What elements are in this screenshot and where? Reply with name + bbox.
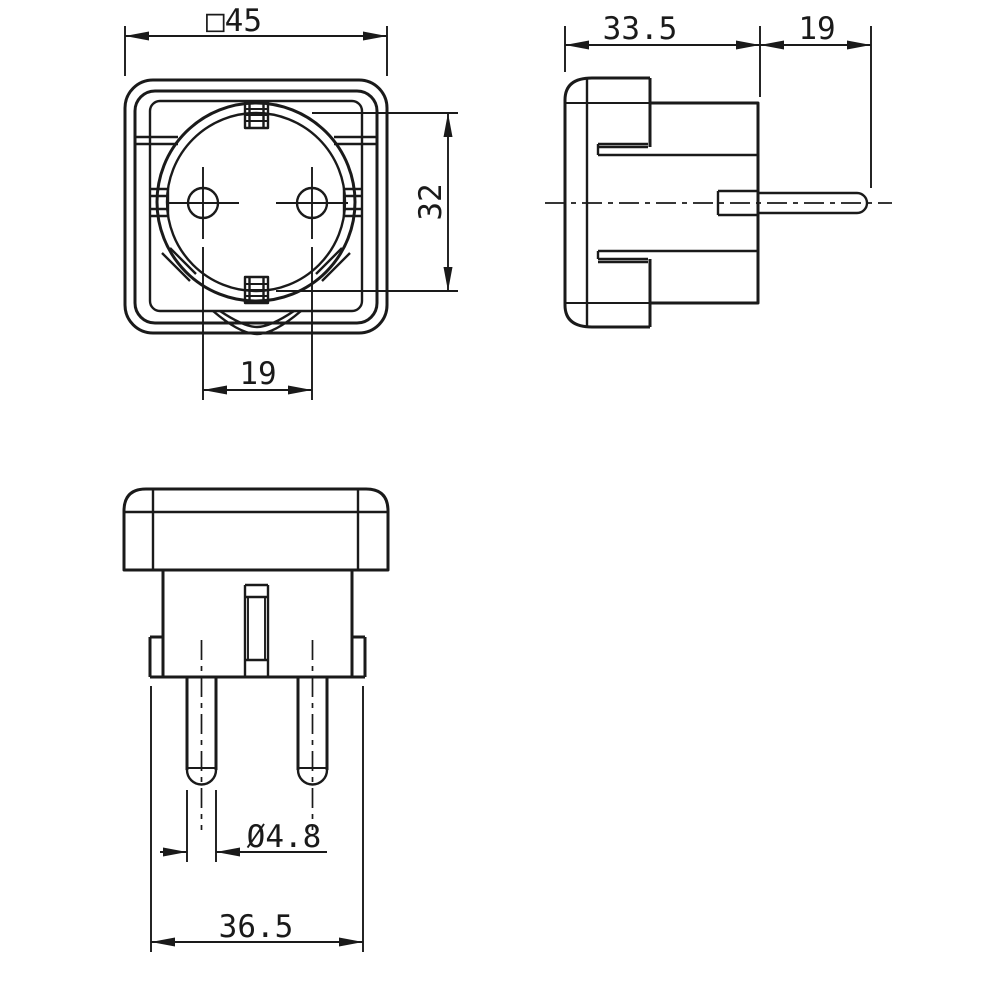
corner-chamfer-diagonals [161,247,351,282]
dim-text-pin-spacing: 19 [239,356,276,392]
front-view [123,78,389,336]
bottom-pins [185,640,329,830]
bottom-extension-lines [150,686,364,952]
thumb-groove [212,310,302,336]
bottom-cap-outline [122,487,390,572]
bottom-view [122,487,390,830]
bottom-side-tabs-and-base [148,635,367,679]
socket-recess-inner-circle [165,111,347,293]
bottom-dimensions: Ø4.8 36.5 [150,686,364,952]
side-view [545,76,892,329]
socket-recess-outer-circle [155,101,357,303]
dim-text-front-width: □45 [206,3,262,39]
dim-text-pin-length: 19 [798,11,835,47]
earth-channel-outline [243,583,270,677]
side-pin-base [716,189,758,217]
earth-contact-bottom [243,275,270,305]
dim-text-body-depth: 33.5 [603,11,678,47]
earth-channel-inner-lines [247,597,266,660]
dim-text-pin-diameter: Ø4.8 [247,819,322,855]
earth-contact-top-spring-lines [245,108,268,122]
earth-contact-top [243,100,270,130]
front-dimensions: □45 32 19 [124,3,458,400]
bottom-body-sides [161,570,354,677]
side-step-notches [596,142,758,264]
corner-bridge-lines [136,135,376,146]
bottom-earth-channel [243,583,270,677]
dim-text-overall-width: 36.5 [219,909,294,945]
pin-centerlines [200,640,314,830]
side-extension-lines [564,26,872,188]
pin-shafts [185,677,329,770]
side-pin [716,189,869,217]
earth-contact-bottom-spring-lines [245,283,268,297]
pin-hole-crosshairs [167,167,348,239]
bottom-cap-face-lines [124,489,388,570]
front-recess-square [148,99,364,313]
side-dimensions: 33.5 19 [564,11,872,188]
dim-text-recess-height: 32 [413,183,449,220]
pin-rounded-tips [185,769,329,786]
front-inner-wall [133,89,379,325]
side-pin-shaft [758,191,857,215]
front-extension-lines [124,26,458,400]
side-flange-tangent-lines [565,102,650,304]
